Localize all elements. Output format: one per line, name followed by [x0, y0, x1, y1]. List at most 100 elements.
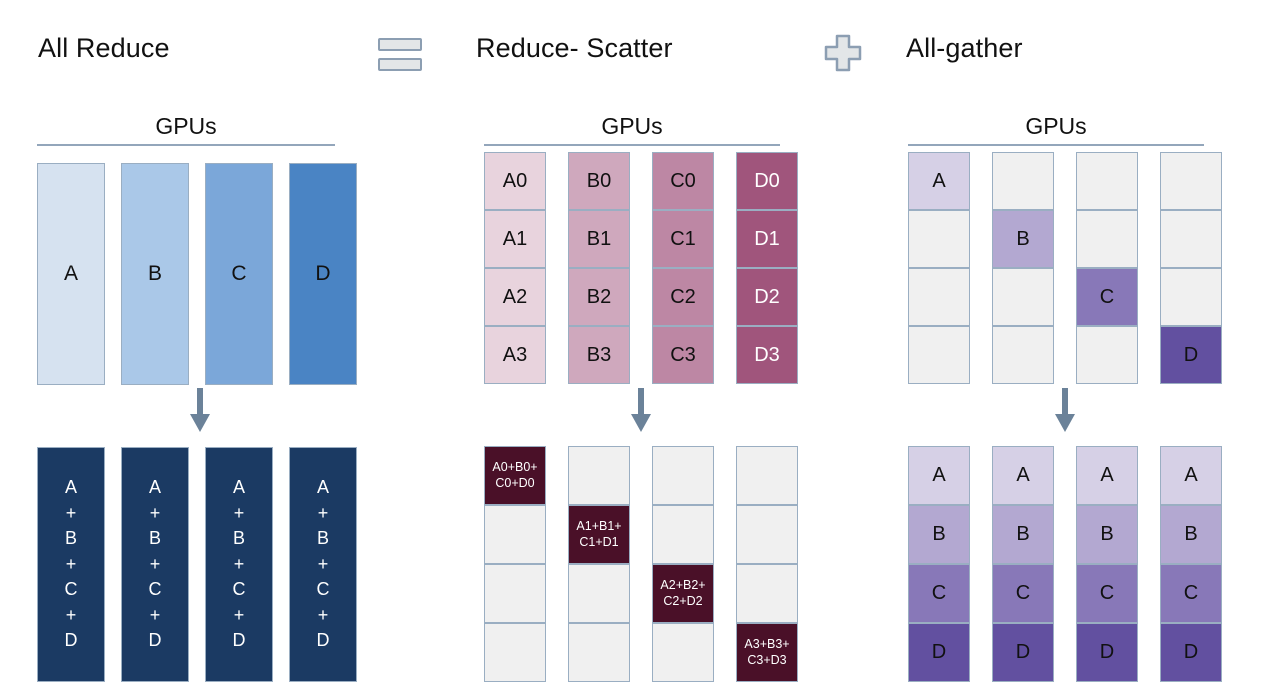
result-cell[interactable]: B: [1076, 505, 1138, 564]
result-line-2: C1+D1: [579, 534, 619, 549]
gpu-bar-label: A: [63, 262, 78, 285]
result-cell-empty[interactable]: [484, 505, 546, 564]
result-line: +: [149, 553, 161, 574]
cell-label: A2: [502, 285, 528, 308]
result-line: C: [316, 579, 330, 600]
result-cell[interactable]: C: [1076, 564, 1138, 623]
data-cell[interactable]: A0: [484, 152, 546, 210]
result-cell[interactable]: D: [992, 623, 1054, 682]
gpu-bar-d[interactable]: D: [289, 163, 357, 385]
result-cell-filled[interactable]: A1+B1+C1+D1: [568, 505, 630, 564]
result-cell-empty[interactable]: [736, 564, 798, 623]
result-cell-empty[interactable]: [568, 623, 630, 682]
result-bar-0[interactable]: A + B + C + D: [37, 447, 105, 682]
cell-label: D: [1183, 343, 1199, 366]
data-cell-empty[interactable]: [992, 152, 1054, 210]
result-line: +: [233, 604, 245, 625]
result-line: +: [65, 604, 77, 625]
result-cell[interactable]: C: [908, 564, 970, 623]
data-cell-empty[interactable]: [1076, 210, 1138, 268]
result-cell[interactable]: A: [992, 446, 1054, 505]
result-cell[interactable]: B: [992, 505, 1054, 564]
result-cell[interactable]: A: [1160, 446, 1222, 505]
data-cell-empty[interactable]: [1076, 326, 1138, 384]
result-bar-2[interactable]: A + B + C + D: [205, 447, 273, 682]
data-cell[interactable]: B1: [568, 210, 630, 268]
data-cell[interactable]: C2: [652, 268, 714, 326]
data-cell[interactable]: C3: [652, 326, 714, 384]
result-cell-empty[interactable]: [652, 623, 714, 682]
result-cell[interactable]: B: [1160, 505, 1222, 564]
data-cell-empty[interactable]: [1160, 210, 1222, 268]
down-arrow-icon: [186, 388, 214, 434]
data-cell-filled[interactable]: A: [908, 152, 970, 210]
data-cell-empty[interactable]: [992, 326, 1054, 384]
gpu-bar-b[interactable]: B: [121, 163, 189, 385]
down-arrow-icon: [1051, 388, 1079, 434]
result-cell[interactable]: C: [1160, 564, 1222, 623]
result-cell-filled[interactable]: A2+B2+C2+D2: [652, 564, 714, 623]
data-cell-filled[interactable]: C: [1076, 268, 1138, 326]
gpu-bar-label: D: [315, 262, 331, 285]
data-cell-empty[interactable]: [908, 268, 970, 326]
result-cell-filled[interactable]: A3+B3+C3+D3: [736, 623, 798, 682]
cell-label: C3: [670, 343, 696, 366]
cell-label: C: [1183, 582, 1199, 604]
result-cell[interactable]: D: [1160, 623, 1222, 682]
cell-label: B3: [586, 343, 612, 366]
cell-label: A: [1016, 464, 1030, 486]
cell-label: A0: [502, 169, 528, 192]
data-cell[interactable]: C1: [652, 210, 714, 268]
data-cell[interactable]: C0: [652, 152, 714, 210]
data-cell[interactable]: D2: [736, 268, 798, 326]
data-cell[interactable]: A1: [484, 210, 546, 268]
data-cell-empty[interactable]: [908, 326, 970, 384]
cell-label: A3: [502, 343, 528, 366]
data-cell[interactable]: A2: [484, 268, 546, 326]
gpus-underline: [484, 144, 780, 146]
gpu-bar-a[interactable]: A: [37, 163, 105, 385]
result-line-1: A3+B3+: [744, 636, 790, 651]
result-cell[interactable]: A: [1076, 446, 1138, 505]
data-cell[interactable]: A3: [484, 326, 546, 384]
data-cell[interactable]: D1: [736, 210, 798, 268]
panel-all-gather: All-gather GPUs A B C D A B C D A B C D …: [860, 0, 1264, 694]
data-cell-empty[interactable]: [992, 268, 1054, 326]
result-cell-empty[interactable]: [484, 564, 546, 623]
gpus-label: GPUs: [155, 113, 217, 139]
data-cell-empty[interactable]: [1076, 152, 1138, 210]
result-line: A: [232, 477, 245, 498]
result-cell-empty[interactable]: [652, 505, 714, 564]
result-cell[interactable]: D: [1076, 623, 1138, 682]
result-cell-empty[interactable]: [652, 446, 714, 505]
data-cell[interactable]: B3: [568, 326, 630, 384]
gpu-bar-c[interactable]: C: [205, 163, 273, 385]
data-cell-empty[interactable]: [1160, 268, 1222, 326]
result-cell[interactable]: A: [908, 446, 970, 505]
result-bar-1[interactable]: A + B + C + D: [121, 447, 189, 682]
cell-label: A: [1184, 464, 1198, 486]
result-cell-empty[interactable]: [484, 623, 546, 682]
result-cell-empty[interactable]: [568, 564, 630, 623]
gpus-header-all-gather: GPUs: [908, 113, 1204, 146]
data-cell-filled[interactable]: D: [1160, 326, 1222, 384]
result-cell-empty[interactable]: [568, 446, 630, 505]
cell-label: B: [1016, 523, 1030, 545]
result-cell-filled[interactable]: A0+B0+C0+D0: [484, 446, 546, 505]
data-cell-empty[interactable]: [1160, 152, 1222, 210]
data-cell-empty[interactable]: [908, 210, 970, 268]
result-cell[interactable]: B: [908, 505, 970, 564]
data-cell[interactable]: D3: [736, 326, 798, 384]
result-line: D: [232, 630, 246, 651]
data-cell-filled[interactable]: B: [992, 210, 1054, 268]
result-cell-empty[interactable]: [736, 446, 798, 505]
data-cell[interactable]: B0: [568, 152, 630, 210]
gpus-header-reduce-scatter: GPUs: [484, 113, 780, 146]
plus-icon: [820, 33, 866, 79]
data-cell[interactable]: D0: [736, 152, 798, 210]
result-cell-empty[interactable]: [736, 505, 798, 564]
result-bar-3[interactable]: A + B + C + D: [289, 447, 357, 682]
result-cell[interactable]: D: [908, 623, 970, 682]
result-cell[interactable]: C: [992, 564, 1054, 623]
data-cell[interactable]: B2: [568, 268, 630, 326]
